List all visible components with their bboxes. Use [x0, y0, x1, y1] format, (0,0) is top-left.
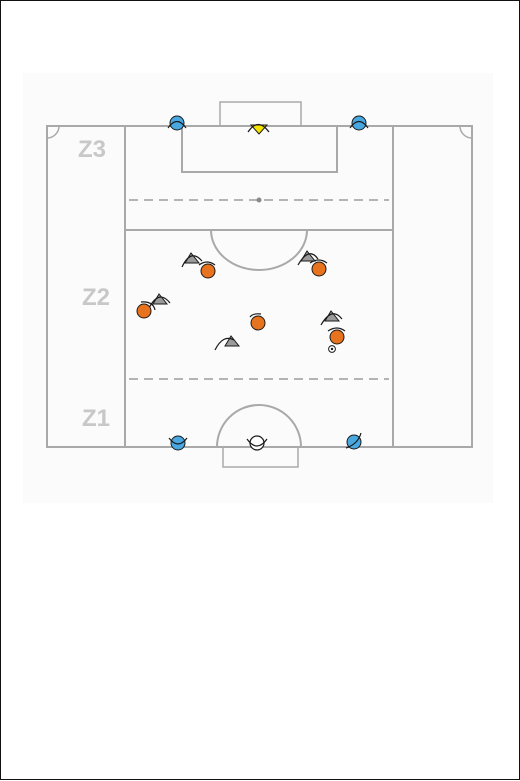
player-blue: [349, 115, 369, 131]
player-blue: [345, 432, 362, 450]
diagram-background: [23, 73, 493, 503]
player-orange: [327, 327, 346, 345]
zone-label-z3: Z3: [78, 136, 107, 163]
player-gray: [320, 310, 343, 326]
zone-label-z1: Z1: [82, 405, 111, 432]
corner-arc-top-right: [459, 125, 473, 139]
soccer-ball-icon: [328, 345, 336, 353]
center-dot-top: [256, 197, 262, 203]
zone-label-z2: Z2: [82, 284, 111, 311]
player-blue: [168, 435, 188, 451]
corner-arc-top-left: [46, 125, 60, 139]
field-boundary: [46, 125, 473, 448]
goal-top: [219, 101, 302, 127]
center-arc: [210, 229, 308, 271]
goalkeeper-yellow: [247, 123, 270, 135]
player-gray: [181, 252, 203, 268]
player-blue: [167, 115, 187, 131]
player-gray: [148, 293, 171, 309]
player-gray: [214, 335, 241, 351]
player-white: [246, 435, 268, 451]
bottom-arc: [216, 404, 302, 448]
player-orange: [136, 301, 156, 319]
bottom-box: [222, 446, 299, 468]
player-gray: [297, 250, 319, 266]
player-orange: [309, 259, 328, 277]
player-orange: [198, 261, 216, 279]
player-orange: [249, 313, 266, 331]
